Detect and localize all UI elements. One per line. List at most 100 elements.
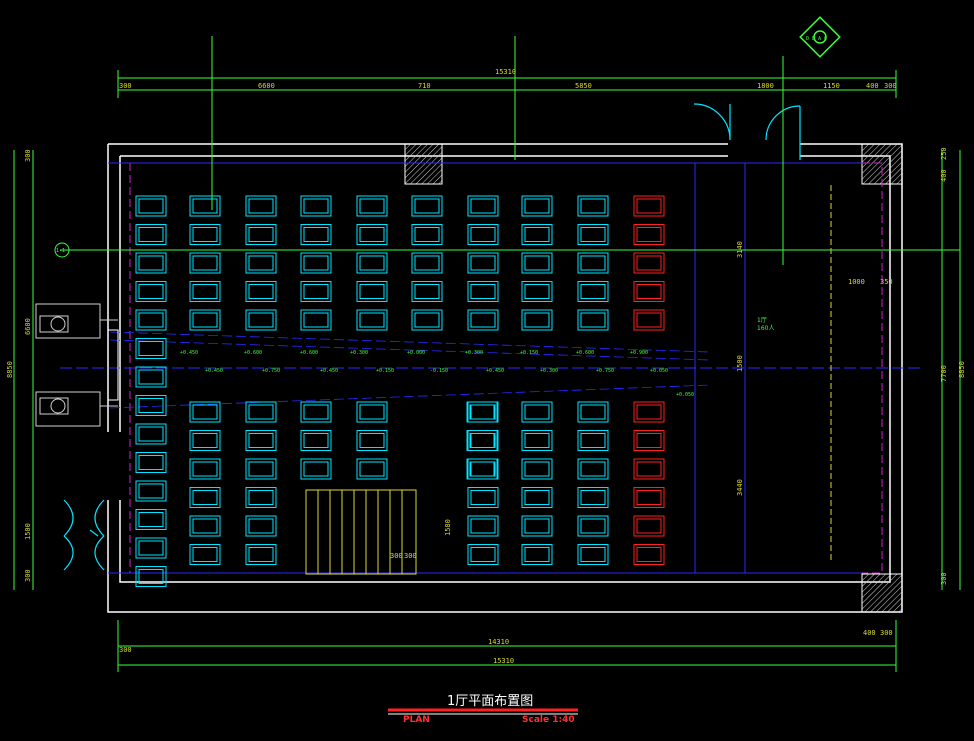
seat: [633, 544, 665, 565]
seat: [245, 487, 277, 508]
seat: [633, 224, 665, 245]
dim-bottom-right-1: 400: [863, 629, 876, 637]
level-marker: +0.150: [376, 368, 394, 374]
seat: [300, 281, 332, 302]
seat: [356, 430, 388, 451]
drawing-title: 1厅平面布置图: [447, 694, 533, 709]
north-marker-text: D B A C: [806, 36, 827, 42]
dim-inner-1: 3140: [736, 241, 744, 258]
seat: [467, 309, 499, 331]
dim-bottom-left: 300: [119, 646, 132, 654]
dim-small-1: 1000: [848, 278, 865, 286]
sight-lines: [109, 331, 711, 409]
seat: [411, 309, 443, 331]
seat: [356, 224, 388, 245]
seat: [521, 458, 553, 480]
door-bottom-left[interactable]: [63, 499, 105, 571]
stage-steps: [305, 489, 417, 575]
level-marker: +0.450: [180, 350, 198, 356]
dim-top-total: 15310: [495, 68, 516, 76]
level-marker: +0.600: [300, 350, 318, 356]
level-marker: +0.050: [650, 368, 668, 374]
seat: [135, 423, 167, 445]
dim-right-total: 7700: [940, 365, 948, 382]
seat: [245, 309, 277, 331]
seat: [356, 195, 388, 217]
dimension-lines: [13, 36, 961, 672]
seat: [300, 195, 332, 217]
seat: [521, 195, 553, 217]
level-marker: +0.600: [244, 350, 262, 356]
dim-top-6: 1150: [823, 82, 840, 90]
structural-columns: [404, 143, 903, 613]
level-marker: +0.300: [465, 350, 483, 356]
seat: [189, 224, 221, 245]
seat: [577, 252, 609, 274]
dim-small-3: 300: [390, 552, 403, 560]
level-marker: +0.300: [540, 368, 558, 374]
seat: [467, 401, 499, 423]
seat: [135, 195, 167, 217]
seat: [300, 401, 332, 423]
dim-bottom-right-2: 300: [880, 629, 893, 637]
seat: [521, 401, 553, 423]
seat: [521, 281, 553, 302]
seat: [467, 430, 499, 451]
seat: [135, 452, 167, 473]
seat: [189, 401, 221, 423]
dim-left-2: 6600: [24, 318, 32, 335]
seat: [521, 515, 553, 537]
seat: [577, 281, 609, 302]
seat: [411, 224, 443, 245]
north-marker: [799, 16, 841, 58]
seat: [245, 281, 277, 302]
seat: [577, 430, 609, 451]
seat: [135, 509, 167, 530]
dim-top-3: 710: [418, 82, 431, 90]
seat: [356, 309, 388, 331]
seat: [189, 430, 221, 451]
seat: [245, 544, 277, 565]
seat: [521, 224, 553, 245]
seat: [245, 458, 277, 480]
seat: [633, 401, 665, 423]
door-top-right[interactable]: [693, 103, 801, 160]
seat: [467, 252, 499, 274]
grid-lines: [60, 162, 920, 574]
seat: [411, 252, 443, 274]
seat: [300, 430, 332, 451]
seat: [245, 401, 277, 423]
level-marker: +0.300: [350, 350, 368, 356]
level-marker: +0.150: [520, 350, 538, 356]
seat: [633, 430, 665, 451]
dim-inner-2: 1500: [736, 355, 744, 372]
seat: [577, 224, 609, 245]
seat: [245, 515, 277, 537]
level-marker: +0.750: [262, 368, 280, 374]
level-marker: +0.900: [630, 350, 648, 356]
dim-inner-3: 3440: [736, 479, 744, 496]
seat: [189, 281, 221, 302]
level-marker: +0.000: [407, 350, 425, 356]
seat: [467, 281, 499, 302]
seat: [521, 544, 553, 565]
seat: [467, 544, 499, 565]
dim-top-5: 1800: [757, 82, 774, 90]
seat: [577, 544, 609, 565]
seat: [633, 309, 665, 331]
dim-bottom-total: 15310: [493, 657, 514, 665]
seat: [300, 309, 332, 331]
seat: [521, 252, 553, 274]
seat: [189, 309, 221, 331]
seat: [245, 252, 277, 274]
seat: [189, 544, 221, 565]
seat: [633, 458, 665, 480]
seat: [577, 195, 609, 217]
level-markers: +0.450+0.450+0.600+0.750+0.600+0.450+0.3…: [180, 350, 694, 398]
level-marker: +0.050: [676, 392, 694, 398]
level-marker: +0.450: [486, 368, 504, 374]
seat-layout: [135, 195, 665, 587]
seat: [135, 366, 167, 388]
seat: [135, 566, 167, 587]
